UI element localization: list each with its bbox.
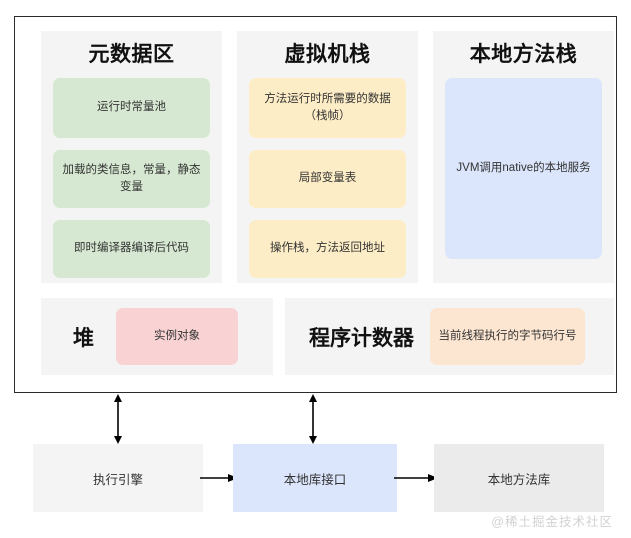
box-native-interface: 本地库接口 xyxy=(233,444,397,512)
column-title-native-method-stack: 本地方法栈 xyxy=(469,43,578,66)
panel-program-counter: 程序计数器 当前线程执行的字节码行号 xyxy=(285,298,614,375)
panel-heap: 堆 实例对象 xyxy=(41,298,273,375)
box-execution-engine: 执行引擎 xyxy=(33,444,203,512)
column-title-vm-stack: 虚拟机栈 xyxy=(284,43,371,66)
column-title-metaspace: 元数据区 xyxy=(88,43,175,66)
box-label-execution-engine: 执行引擎 xyxy=(92,472,143,487)
heap-cell-instance-objects: 实例对象 xyxy=(116,308,238,365)
connector-interface-to-library-arrow xyxy=(394,471,438,485)
box-label-native-method-library: 本地方法库 xyxy=(487,472,551,487)
metaspace-cell-jit-code: 即时编译器编译后代码 xyxy=(53,220,210,279)
arrow-right-icon xyxy=(394,474,438,482)
watermark: @稀土掘金技术社区 xyxy=(491,515,613,529)
metaspace-cell-runtime-constant-pool: 运行时常量池 xyxy=(53,78,210,139)
metaspace-cell-class-info: 加载的类信息，常量，静态变量 xyxy=(53,150,210,209)
program-counter-cell-bytecode-line-number: 当前线程执行的字节码行号 xyxy=(430,308,585,365)
column-metaspace: 元数据区 运行时常量池 加载的类信息，常量，静态变量 即时编译器编译后代码 xyxy=(41,31,222,283)
column-vm-stack: 虚拟机栈 方法运行时所需要的数据（栈帧） 局部变量表 操作栈，方法返回地址 xyxy=(237,31,418,283)
vmstack-cell-operand-stack: 操作栈，方法返回地址 xyxy=(249,220,406,279)
vmstack-cell-local-variable-table: 局部变量表 xyxy=(249,150,406,209)
double-arrow-icon xyxy=(114,394,122,444)
box-label-native-interface: 本地库接口 xyxy=(283,472,347,487)
vmstack-cell-stack-frame: 方法运行时所需要的数据（栈帧） xyxy=(249,78,406,139)
connector-vertical-right-double-arrow xyxy=(306,394,320,444)
panel-title-heap: 堆 xyxy=(73,326,94,350)
nativestack-cell-jvm-native-service: JVM调用native的本地服务 xyxy=(445,78,602,260)
column-native-method-stack: 本地方法栈 JVM调用native的本地服务 xyxy=(433,31,614,283)
panel-title-program-counter: 程序计数器 xyxy=(309,326,414,350)
runtime-data-area-container: 元数据区 运行时常量池 加载的类信息，常量，静态变量 即时编译器编译后代码 虚拟… xyxy=(14,16,617,393)
connector-vertical-left-double-arrow xyxy=(111,394,125,444)
double-arrow-icon xyxy=(309,394,317,444)
box-native-method-library: 本地方法库 xyxy=(434,444,604,512)
